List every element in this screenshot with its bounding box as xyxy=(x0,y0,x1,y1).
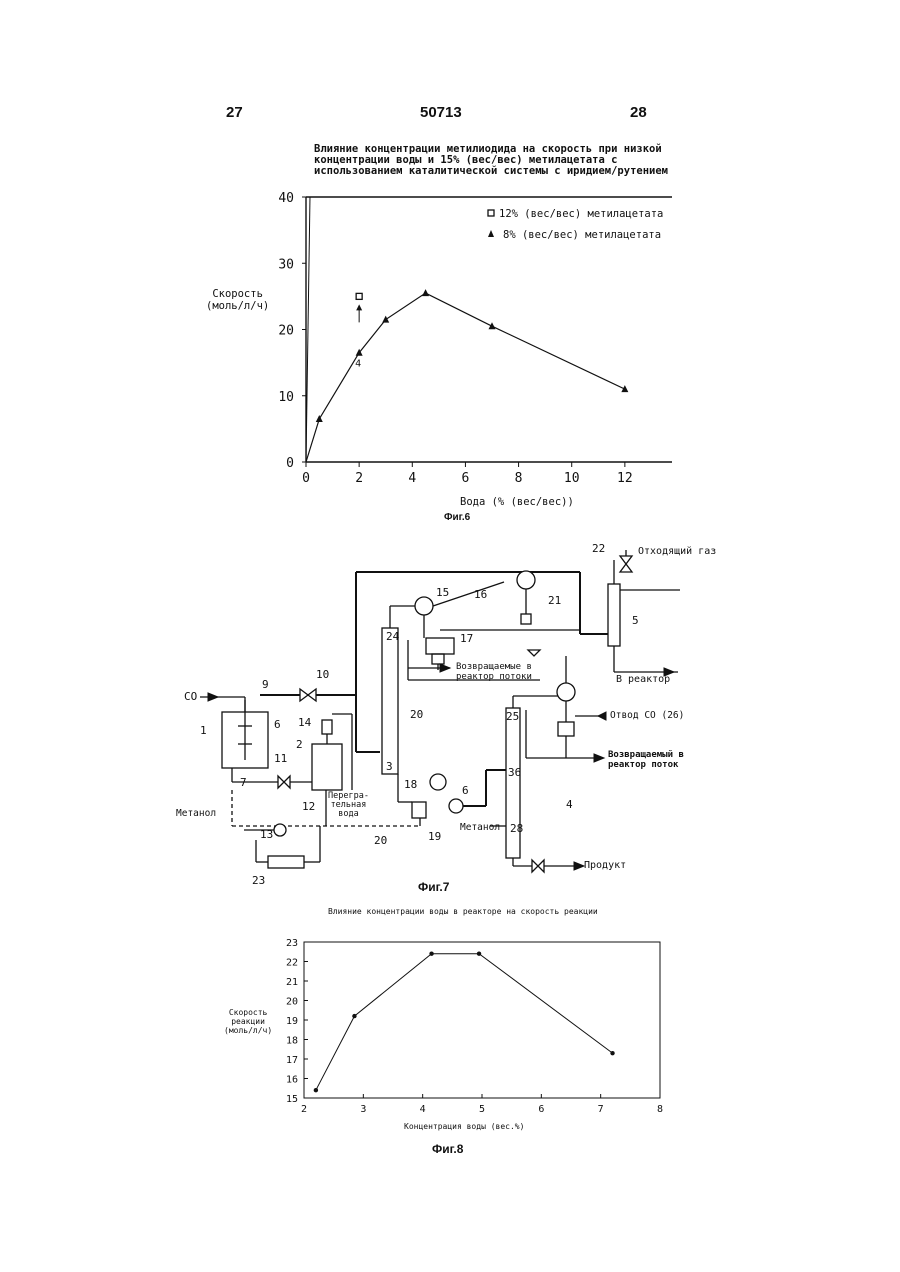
fig8-data-point xyxy=(429,952,433,956)
fig8-x-tick-label: 2 xyxy=(301,1104,307,1115)
fig8-data-point xyxy=(610,1051,614,1055)
fig8-series-line xyxy=(316,954,613,1090)
fig8-x-tick-label: 3 xyxy=(360,1104,366,1115)
fig8-y-tick-label: 17 xyxy=(286,1055,298,1066)
fig8-x-tick-label: 8 xyxy=(657,1104,663,1115)
fig8-x-tick-label: 6 xyxy=(538,1104,544,1115)
fig8-y-tick-label: 20 xyxy=(286,997,298,1008)
fig8-y-tick-label: 15 xyxy=(286,1094,298,1105)
fig8-y-tick-label: 21 xyxy=(286,977,298,988)
fig8-y-tick-label: 22 xyxy=(286,958,298,969)
fig8-data-point xyxy=(314,1088,318,1092)
fig8-y-tick-label: 16 xyxy=(286,1075,298,1086)
fig8-y-tick-label: 19 xyxy=(286,1016,298,1027)
fig8-x-tick-label: 5 xyxy=(479,1104,485,1115)
fig8-data-point xyxy=(352,1014,356,1018)
fig8-y-tick-label: 18 xyxy=(286,1036,298,1047)
fig8-plot-frame xyxy=(304,942,660,1098)
fig8-y-tick-label: 23 xyxy=(286,938,298,949)
fig8-x-tick-label: 4 xyxy=(420,1104,426,1115)
fig8-x-tick-label: 7 xyxy=(598,1104,604,1115)
fig8-data-point xyxy=(477,952,481,956)
